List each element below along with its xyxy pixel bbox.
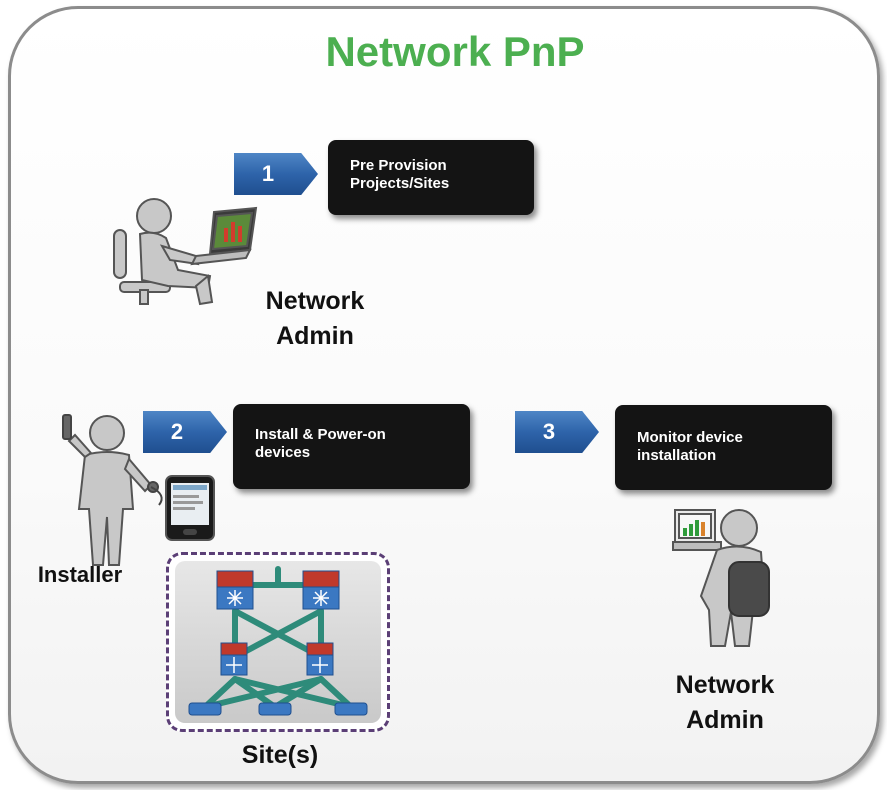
site-box [166,552,390,732]
mobile-phone-icon [165,475,215,541]
admin-top-label: Network Admin [230,284,400,354]
diagram-panel [8,6,880,784]
admin-top-line2: Admin [276,322,354,350]
diagram-title: Network PnP [325,28,585,75]
installer-label: Installer [37,562,123,587]
step-2-label-line1: Install & Power-on [255,426,386,443]
admin-bottom-line2: Admin [686,706,764,734]
step-2-box: Install & Power-on devices [233,404,470,489]
admin-top-line1: Network [265,287,365,315]
step-2-arrow: 2 [143,411,227,453]
step-3-label-line2: installation [637,447,717,464]
step-2-number: 2 [170,419,184,444]
step-1-label-line1: Pre Provision [350,157,447,174]
site-label: Site(s) [241,741,319,769]
step-1-label-line2: Projects/Sites [350,175,450,192]
admin-at-laptop-icon [113,198,258,306]
step-3-number: 3 [542,419,556,444]
admin-monitoring-icon [672,509,770,647]
step-3-arrow: 3 [515,411,599,453]
step-1-number: 1 [261,161,275,186]
step-3-box: Monitor device installation [615,405,832,490]
step-3-label-line1: Monitor device [637,429,743,446]
network-topology-icon [188,566,368,716]
admin-bottom-label: Network Admin [640,668,810,738]
step-1-arrow: 1 [234,153,318,195]
admin-bottom-line1: Network [675,671,775,699]
step-1-box: Pre Provision Projects/Sites [328,140,534,215]
step-2-label-line2: devices [255,444,311,461]
installer-person-icon [62,414,163,566]
